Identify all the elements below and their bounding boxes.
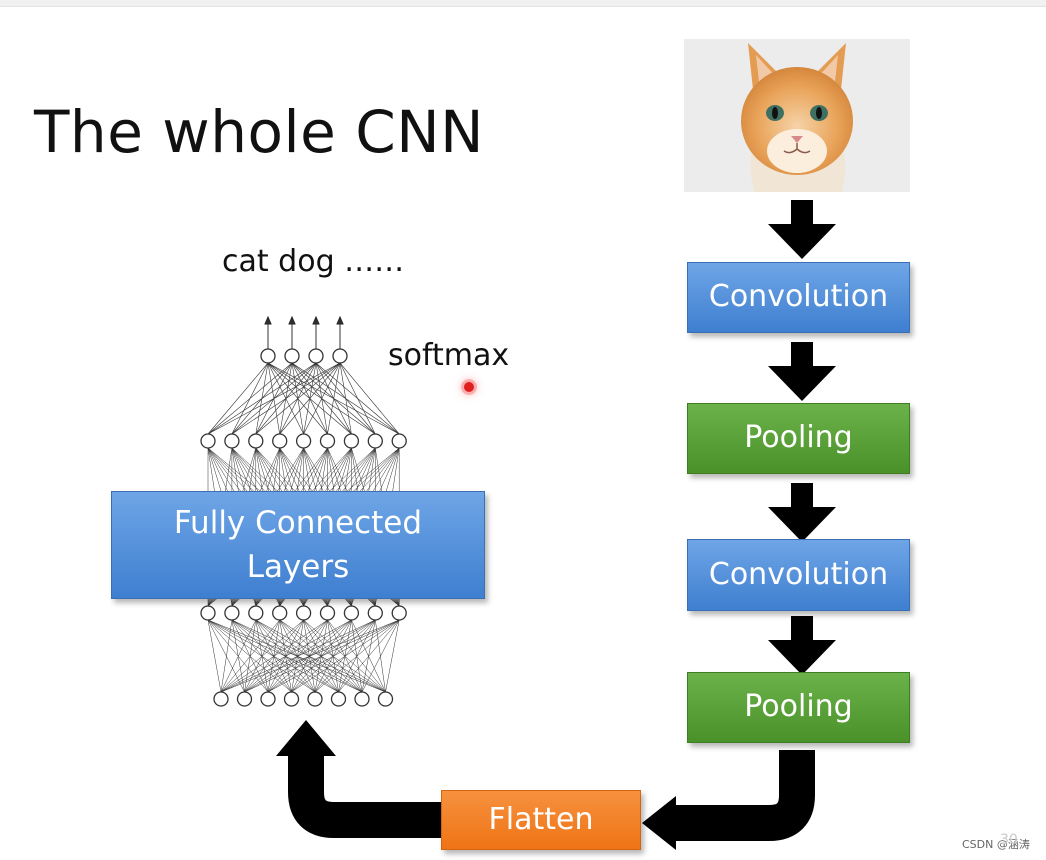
convolution-box-1: Convolution	[687, 262, 910, 333]
network-node	[319, 605, 336, 621]
softmax-label: softmax	[388, 338, 510, 373]
convolution-box-2: Convolution	[687, 539, 910, 611]
down-arrow-icon	[768, 200, 836, 259]
network-node	[377, 691, 394, 707]
network-node	[332, 348, 348, 364]
network-edge	[220, 619, 328, 693]
output-class-labels: cat dog ……	[222, 244, 405, 279]
network-edge	[255, 362, 341, 435]
network-node	[367, 433, 383, 449]
down-arrow-icon	[768, 342, 836, 401]
network-edge	[339, 362, 400, 435]
network-node	[248, 433, 264, 449]
network-edge	[220, 619, 280, 693]
fully-connected-layers-box: Fully Connected Layers	[111, 491, 485, 599]
network-node	[295, 433, 312, 449]
pooling-box-2: Pooling	[687, 672, 910, 743]
network-node	[308, 348, 324, 364]
network-edge	[339, 362, 376, 435]
network-edge	[361, 619, 400, 693]
network-node	[354, 691, 370, 707]
network-edge	[385, 619, 400, 693]
network-edge	[279, 362, 341, 435]
network-edge	[220, 619, 400, 693]
network-edge	[207, 362, 269, 435]
network-node	[248, 605, 264, 621]
network-node	[343, 433, 360, 449]
network-node	[272, 605, 288, 621]
network-edge	[267, 619, 400, 693]
network-node	[272, 433, 288, 449]
network-node	[283, 691, 300, 707]
network-edge	[303, 362, 341, 435]
window-top-bar	[0, 0, 1046, 7]
network-edge	[327, 362, 341, 435]
network-node	[367, 605, 383, 621]
laser-pointer-dot	[464, 382, 474, 392]
network-node	[343, 605, 360, 621]
network-node	[319, 433, 336, 449]
network-edge	[207, 619, 222, 693]
page-number: 30	[1000, 832, 1018, 848]
network-node	[307, 691, 323, 707]
network-node	[391, 433, 407, 449]
network-node	[330, 691, 347, 707]
network-node	[391, 605, 407, 621]
down-arrow-icon	[768, 483, 836, 542]
flatten-box: Flatten	[441, 790, 641, 850]
flow-arrows	[768, 200, 836, 675]
network-edge	[207, 362, 341, 435]
cat-input-image	[684, 39, 910, 192]
network-node	[284, 348, 300, 364]
network-node	[200, 605, 216, 621]
output-arrowhead-icon	[312, 315, 320, 325]
network-node	[213, 691, 229, 707]
fc-box-line2: Layers	[246, 549, 350, 585]
curved-arrow-to-flatten-icon	[642, 750, 815, 850]
network-edge	[207, 362, 293, 435]
fc-box-line1: Fully Connected	[173, 504, 423, 541]
network-edge	[291, 619, 400, 693]
down-arrow-icon	[768, 616, 836, 675]
network-edge	[220, 619, 352, 693]
output-arrowhead-icon	[288, 315, 296, 325]
network-edge	[231, 362, 341, 435]
network-node	[224, 605, 240, 621]
network-node	[200, 433, 216, 449]
network-edge	[220, 619, 304, 693]
network-edge	[220, 619, 257, 693]
curved-arrow-to-network-icon	[276, 720, 444, 838]
cat-photo-icon	[684, 39, 910, 192]
csdn-watermark: CSDN @涵涛	[962, 838, 1030, 851]
network-edge	[338, 619, 400, 693]
network-edge	[339, 362, 352, 435]
network-edge	[207, 362, 317, 435]
output-arrowhead-icon	[336, 315, 344, 325]
network-node	[260, 691, 276, 707]
network-node	[295, 605, 312, 621]
network-node	[236, 691, 253, 707]
slide-title: The whole CNN	[34, 98, 484, 166]
output-arrowhead-icon	[264, 315, 272, 325]
network-edge	[314, 619, 400, 693]
network-edge	[244, 619, 400, 693]
pooling-box-1: Pooling	[687, 403, 910, 474]
network-edge	[220, 619, 376, 693]
network-edge	[220, 619, 233, 693]
network-node	[260, 348, 276, 364]
network-node	[224, 433, 240, 449]
